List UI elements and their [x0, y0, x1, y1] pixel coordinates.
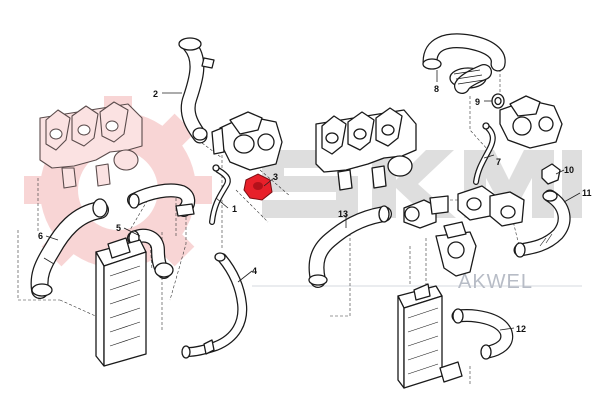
right-exhaust-manifold [315, 107, 417, 191]
callout-9: 9 [475, 97, 480, 107]
part-1-bracket-pipe [209, 164, 231, 225]
upper-elbow-hose [127, 183, 196, 217]
part-12-hose [451, 308, 514, 360]
callout-13: 13 [338, 209, 348, 219]
part-11-hose [513, 189, 571, 258]
part-3-highlighted-seal [243, 173, 273, 201]
leader-lines [45, 70, 581, 331]
callout-10: 10 [564, 165, 574, 175]
callout-8: 8 [434, 84, 439, 94]
callout-6: 6 [38, 231, 43, 241]
right-intercooler [397, 283, 463, 389]
callout-3: 3 [273, 172, 278, 182]
part-7-bracket-pipe [473, 122, 496, 185]
part-8-upper-hose [422, 33, 506, 94]
right-egr-valve [499, 95, 563, 149]
left-exhaust-manifold [39, 101, 143, 189]
right-intake-housing [435, 221, 477, 277]
part-2-upper-pipe [178, 37, 215, 144]
part-9-ring-seal [491, 93, 505, 109]
callout-1: 1 [232, 204, 237, 214]
part-4-lower-hose [181, 252, 248, 359]
callout-numbers: 1 2 3 4 5 6 7 8 9 10 11 12 13 [38, 84, 592, 334]
callout-5: 5 [116, 223, 121, 233]
callout-12: 12 [516, 324, 526, 334]
callout-7: 7 [496, 157, 501, 167]
callout-4: 4 [252, 266, 257, 276]
left-intercooler [95, 237, 147, 367]
part-13-hose [308, 205, 392, 288]
callout-11: 11 [582, 188, 592, 198]
part-10-sleeve [541, 163, 561, 185]
part-6-intercooler-hose [30, 198, 109, 299]
callout-2: 2 [153, 89, 158, 99]
brand-logo-text: AKWEL [458, 271, 533, 293]
right-connectors [403, 185, 525, 229]
left-egr-valve [211, 111, 283, 171]
